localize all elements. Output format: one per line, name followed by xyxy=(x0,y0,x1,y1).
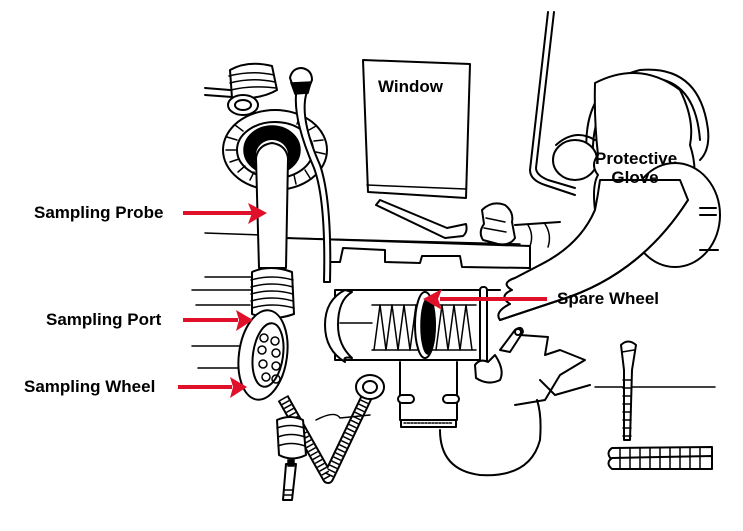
label-sampling-probe: Sampling Probe xyxy=(34,203,164,222)
window xyxy=(362,59,471,199)
bench xyxy=(284,237,531,291)
latch-lever xyxy=(375,199,468,239)
lower-hand xyxy=(474,326,591,406)
annotation-arrows xyxy=(178,203,547,398)
sampling-probe xyxy=(255,142,289,269)
sampling-wheel xyxy=(237,309,289,401)
hand xyxy=(479,202,516,246)
protective-glove xyxy=(497,68,721,321)
label-protective-glove-line2: Glove xyxy=(611,168,659,187)
lower-bowl xyxy=(439,399,542,477)
arrow-sampling-probe xyxy=(183,203,267,224)
glove-cuff xyxy=(514,221,561,248)
label-window: Window xyxy=(378,77,443,96)
label-sampling-wheel: Sampling Wheel xyxy=(24,377,156,396)
arrow-sampling-port xyxy=(183,310,253,331)
label-sampling-port: Sampling Port xyxy=(46,310,162,329)
plug-connector xyxy=(276,416,307,501)
wand xyxy=(289,67,332,283)
lower-bracket xyxy=(397,361,460,428)
coiled-cord xyxy=(607,340,713,470)
knurled-knob xyxy=(204,62,278,116)
label-spare-wheel: Spare Wheel xyxy=(557,289,660,308)
arrow-spare-wheel xyxy=(423,289,547,310)
arrow-sampling-wheel xyxy=(178,377,247,398)
label-protective-glove-line1: Protective xyxy=(595,149,678,168)
tall-rod xyxy=(529,11,576,196)
cylinder xyxy=(324,286,488,370)
